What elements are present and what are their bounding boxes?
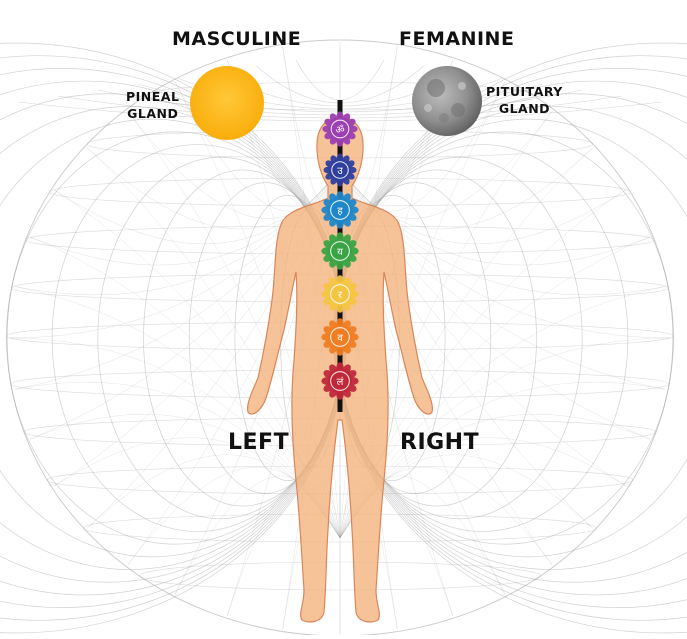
pineal-label-line1: PINEAL: [126, 88, 179, 105]
chakra-glyph: व: [337, 333, 343, 344]
chakra-glyph: लं: [337, 376, 344, 388]
chakra-glyph: य: [337, 247, 343, 258]
chakra-glyph: ह: [337, 206, 343, 217]
masculine-label: MASCULINE: [172, 28, 301, 50]
moon-icon: [412, 66, 482, 136]
left-label: LEFT: [228, 430, 289, 455]
pituitary-label-line2: GLAND: [486, 100, 563, 117]
chakra-glyph: उ: [337, 166, 343, 177]
pituitary-gland-label: PITUITARY GLAND: [486, 83, 563, 117]
right-label: RIGHT: [400, 430, 479, 455]
pituitary-label-line1: PITUITARY: [486, 83, 563, 100]
sun-icon: [190, 66, 264, 140]
pineal-label-line2: GLAND: [126, 105, 179, 122]
feminine-label: FEMANINE: [399, 28, 514, 50]
pineal-gland-label: PINEAL GLAND: [126, 88, 179, 122]
chakra-glyph: ॐ: [335, 124, 344, 136]
